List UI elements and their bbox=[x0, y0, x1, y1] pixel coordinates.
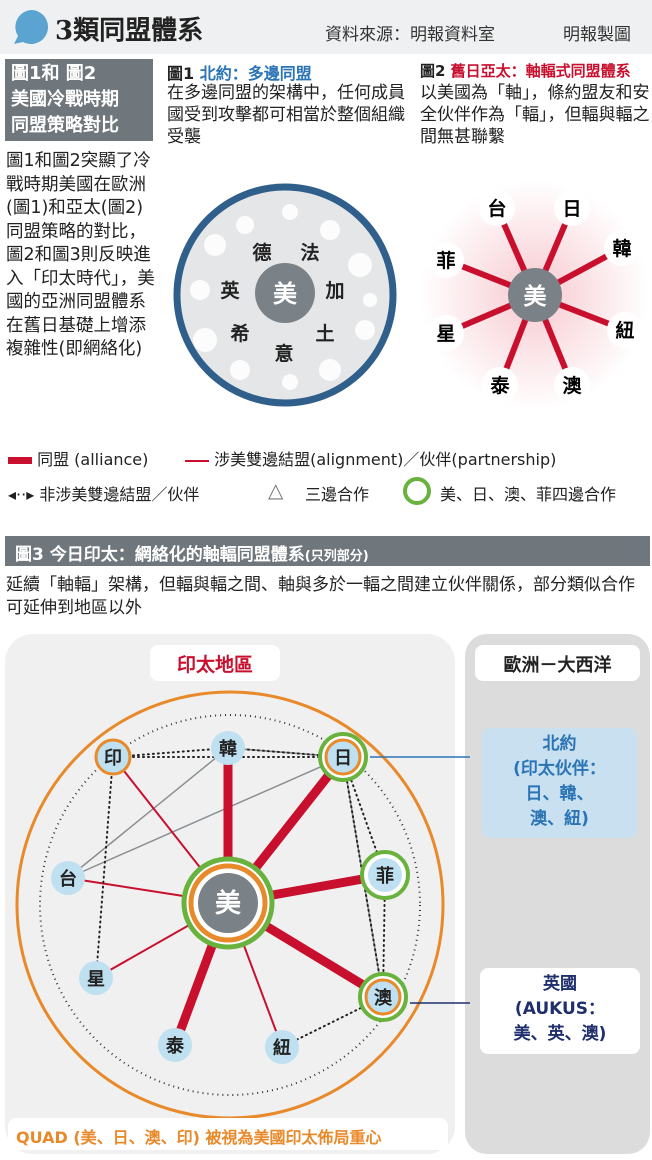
region-euro-atlantic: 歐洲－大西洋 bbox=[475, 645, 640, 681]
node-label-korea: 韓 bbox=[219, 738, 237, 760]
fig3-text: 延續「軸輻」架構，但輻與輻之間、軸與多於一輻之間建立伙伴關係，部分類似合作可延伸… bbox=[6, 575, 635, 618]
fig1-member: 英 bbox=[220, 279, 240, 302]
header-bar bbox=[0, 0, 652, 54]
node-label-taiwan: 台 bbox=[59, 868, 77, 890]
spoke-label: 泰 bbox=[489, 374, 510, 397]
quad-note: QUAD (美、日、澳、印) 被視為美國印太佈局重心 bbox=[8, 1118, 448, 1150]
spoke-node bbox=[604, 230, 640, 266]
node-philippines bbox=[368, 858, 402, 892]
trilateral-triangle bbox=[67, 747, 344, 879]
fig1-member: 希 bbox=[230, 322, 249, 345]
spoke-label: 韓 bbox=[612, 237, 631, 260]
spoke-node bbox=[428, 315, 464, 351]
intro-line: 同盟策略對比 bbox=[11, 115, 119, 136]
fig1-member: 意 bbox=[274, 342, 293, 365]
spoke-node bbox=[482, 367, 518, 403]
node-korea bbox=[211, 731, 245, 765]
node-label-thailand: 泰 bbox=[165, 1035, 185, 1057]
node-label-australia: 澳 bbox=[374, 987, 393, 1009]
non-us-partnership-line bbox=[112, 747, 229, 758]
legend-alignment: 涉美雙邊結盟(alignment)／伙伴(partnership) bbox=[185, 446, 556, 470]
intro-body: 圖1和圖2突顯了冷戰時期美國在歐洲(圖1)和亞太(圖2)同盟策略的對比，圖2和圖… bbox=[6, 151, 155, 359]
fig1-member: 德 bbox=[252, 241, 271, 264]
spoke-label: 台 bbox=[487, 197, 506, 220]
credit-text: 明報製圖 bbox=[563, 25, 631, 45]
page-title: 3類同盟體系 bbox=[55, 16, 204, 46]
fig2-center: 美 bbox=[524, 283, 547, 310]
intro-box: 圖1和 圖2 美國冷戰時期 同盟策略對比 bbox=[5, 59, 153, 141]
dotted-arrow-icon: ◂··▸ bbox=[8, 485, 35, 504]
spoke-node bbox=[428, 242, 464, 278]
fig1-heading: 圖1 北約：多邊同盟 bbox=[167, 64, 312, 83]
thin-red-line-icon bbox=[185, 459, 209, 462]
intro-line: 圖1和 圖2 bbox=[11, 63, 97, 84]
fig1-member: 土 bbox=[315, 323, 334, 345]
source-text: 資料來源：明報資料室 bbox=[325, 25, 495, 45]
green-circle-icon bbox=[403, 477, 431, 505]
node-taiwan bbox=[51, 861, 85, 895]
fig1-member: 法 bbox=[300, 241, 319, 264]
euro-atlantic-panel bbox=[465, 634, 650, 1154]
legend-quad4: 美、日、澳、菲四邊合作 bbox=[440, 485, 617, 504]
legend-non-us: ◂··▸ 非涉美雙邊結盟／伙伴 bbox=[8, 485, 200, 504]
spoke-label: 菲 bbox=[436, 249, 455, 272]
speech-bubble-icon bbox=[14, 10, 48, 44]
region-indo-pacific: 印太地區 bbox=[150, 645, 280, 681]
fig2-heading: 圖2 舊日亞太：軸輻式同盟體系 bbox=[420, 62, 631, 80]
thick-red-line-icon bbox=[8, 457, 32, 464]
node-india bbox=[94, 738, 132, 776]
node-label-japan: 日 bbox=[334, 748, 352, 769]
node-label-singapore: 星 bbox=[87, 969, 105, 990]
spoke-node bbox=[554, 190, 590, 226]
spoke-node bbox=[479, 190, 515, 226]
fig1-text: 在多邊同盟的架構中，任何成員國受到攻擊都可相當於整個組織受襲 bbox=[167, 83, 405, 147]
fig3-header: 圖3 今日印太：網絡化的軸輻同盟體系(只列部分) bbox=[5, 536, 650, 566]
nato-circle: 美 德 法 英 加 希 土 意 bbox=[173, 183, 397, 407]
intro-line: 美國冷戰時期 bbox=[11, 89, 119, 110]
node-japan bbox=[324, 738, 362, 776]
node-nz bbox=[265, 1030, 299, 1064]
node-label-us: 美 bbox=[215, 888, 241, 919]
nato-box: 北約(印太伙伴：日、韓、澳、紐) bbox=[482, 728, 637, 838]
node-singapore bbox=[79, 961, 113, 995]
spoke-label: 日 bbox=[562, 198, 581, 220]
legend-alliance: 同盟 (alliance) bbox=[8, 446, 148, 470]
spoke-label: 星 bbox=[436, 323, 455, 345]
fig2-text: 以美國為「軸」，條約盟友和安全伙伴作為「輻」，但輻與輻之間無甚聯繫 bbox=[420, 83, 650, 147]
spoke-label: 澳 bbox=[562, 374, 582, 397]
fig1-center: 美 bbox=[273, 280, 297, 308]
dotted-ring bbox=[39, 714, 421, 1096]
node-us bbox=[198, 873, 258, 933]
uk-aukus-box: 英國(AUKUS：美、英、澳) bbox=[480, 968, 640, 1054]
spoke-label: 紐 bbox=[615, 319, 634, 342]
triangle-icon: △ bbox=[268, 478, 284, 502]
non-us-partnership-line bbox=[281, 996, 384, 1048]
node-label-india: 印 bbox=[104, 748, 122, 769]
non-us-partnership-line bbox=[95, 756, 114, 979]
node-thailand bbox=[158, 1028, 192, 1062]
spoke-node bbox=[554, 367, 590, 403]
node-label-philippines: 菲 bbox=[376, 865, 394, 887]
node-australia bbox=[364, 978, 402, 1016]
spoke-node bbox=[607, 312, 643, 348]
legend-trilateral: 三邊合作 bbox=[305, 485, 370, 504]
fig1-member: 加 bbox=[324, 280, 344, 302]
node-label-nz: 紐 bbox=[273, 1037, 291, 1059]
